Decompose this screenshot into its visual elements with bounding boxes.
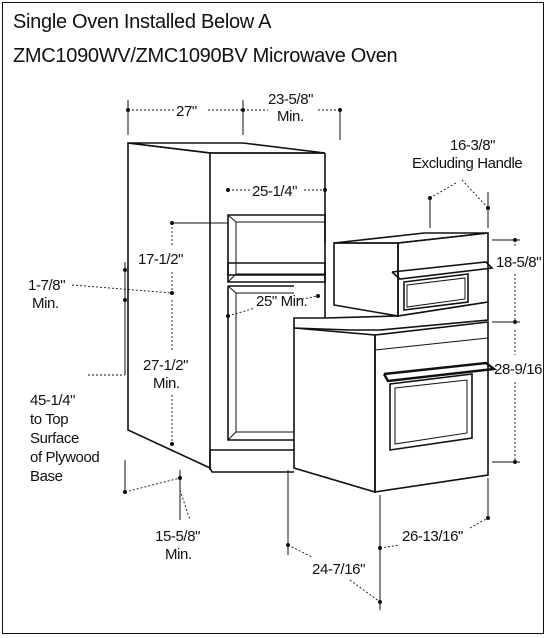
label-oven-width: 26-13/16" xyxy=(402,528,463,545)
dimension-labels: 27" 23-5/8" Min. 25-1/4" 16-3/8" Excludi… xyxy=(28,91,543,578)
cabinet-top xyxy=(127,142,326,154)
figure-title-line-2: ZMC1090WV/ZMC1090BV Microwave Oven xyxy=(13,45,398,67)
label-oven-depth: 24-7/16" xyxy=(312,561,365,578)
label-microwave-opening: 17-1/2" xyxy=(138,251,183,268)
microwave-side xyxy=(333,242,399,317)
oven-side xyxy=(293,327,376,494)
microwave-oven xyxy=(333,232,494,317)
microwave-handle xyxy=(391,261,494,280)
label-microwave-depth-note: Excluding Handle xyxy=(412,155,522,172)
figure-title-line-1: Single Oven Installed Below A xyxy=(13,11,272,33)
label-floor-line3: Surface xyxy=(30,430,79,447)
label-base-note: Min. xyxy=(165,546,192,563)
label-inner-width: 25-1/4" xyxy=(252,183,297,200)
microwave-opening xyxy=(227,214,326,283)
oven-top xyxy=(293,301,489,331)
label-gap: 1-7/8" xyxy=(28,277,65,294)
oven-window xyxy=(389,373,473,451)
label-floor-line4: of Plywood xyxy=(30,449,99,466)
dimension-lines xyxy=(71,100,520,610)
plywood-base xyxy=(209,467,294,473)
label-microwave-depth: 16-3/8" xyxy=(450,137,495,154)
label-floor-line2: to Top xyxy=(30,411,68,428)
label-shelf-depth: 25" Min. xyxy=(256,293,307,310)
label-base: 15-5/8" xyxy=(155,528,200,545)
oven-handle xyxy=(382,361,498,383)
cabinet-left-side xyxy=(127,142,211,470)
wall-oven xyxy=(293,301,498,494)
label-oven-height: 28-9/16 xyxy=(494,361,542,378)
label-microwave-height: 18-5/8" xyxy=(496,254,541,271)
oven-front xyxy=(374,321,489,493)
label-cutout-width: 23-5/8" xyxy=(268,91,313,108)
label-cutout-width-note: Min. xyxy=(277,108,304,125)
label-gap-note: Min. xyxy=(32,295,59,312)
label-cabinet-width: 27" xyxy=(176,103,197,120)
label-oven-opening: 27-1/2" xyxy=(143,357,188,374)
label-floor-height: 45-1/4" xyxy=(30,392,75,409)
label-floor-line5: Base xyxy=(30,468,63,485)
cabinet xyxy=(127,142,326,473)
shelf xyxy=(227,262,326,276)
figure-frame: Single Oven Installed Below A ZMC1090WV/… xyxy=(2,2,544,634)
label-oven-opening-note: Min. xyxy=(153,375,180,392)
microwave-window xyxy=(403,273,469,311)
